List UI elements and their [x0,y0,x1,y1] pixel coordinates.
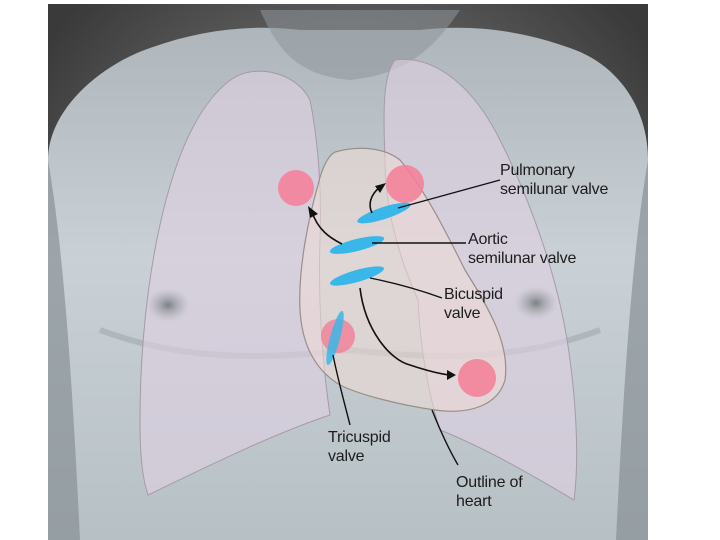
heart-label-line-2: heart [456,492,523,511]
aortic-label-line-1: Aortic [468,230,576,249]
left-nipple [514,286,558,320]
heart-label-line-1: Outline of [456,473,523,492]
mitral-auscultation-site [458,359,496,397]
bicuspid-valve-label: Bicuspid valve [444,285,503,323]
aortic-auscultation-site [278,170,314,206]
pulmonary-label-line-1: Pulmonary [500,161,608,180]
tricuspid-label-line-1: Tricuspid [328,428,391,447]
bicuspid-label-line-1: Bicuspid [444,285,503,304]
tricuspid-label-line-2: valve [328,447,391,466]
pulmonary-auscultation-site [386,165,424,203]
aortic-valve-label: Aortic semilunar valve [468,230,576,268]
aortic-label-line-2: semilunar valve [468,249,576,268]
right-nipple [146,288,190,322]
bicuspid-label-line-2: valve [444,304,503,323]
pulmonary-label-line-2: semilunar valve [500,180,608,199]
heart-outline-label: Outline of heart [456,473,523,511]
pulmonary-valve-label: Pulmonary semilunar valve [500,161,608,199]
tricuspid-valve-label: Tricuspid valve [328,428,391,466]
